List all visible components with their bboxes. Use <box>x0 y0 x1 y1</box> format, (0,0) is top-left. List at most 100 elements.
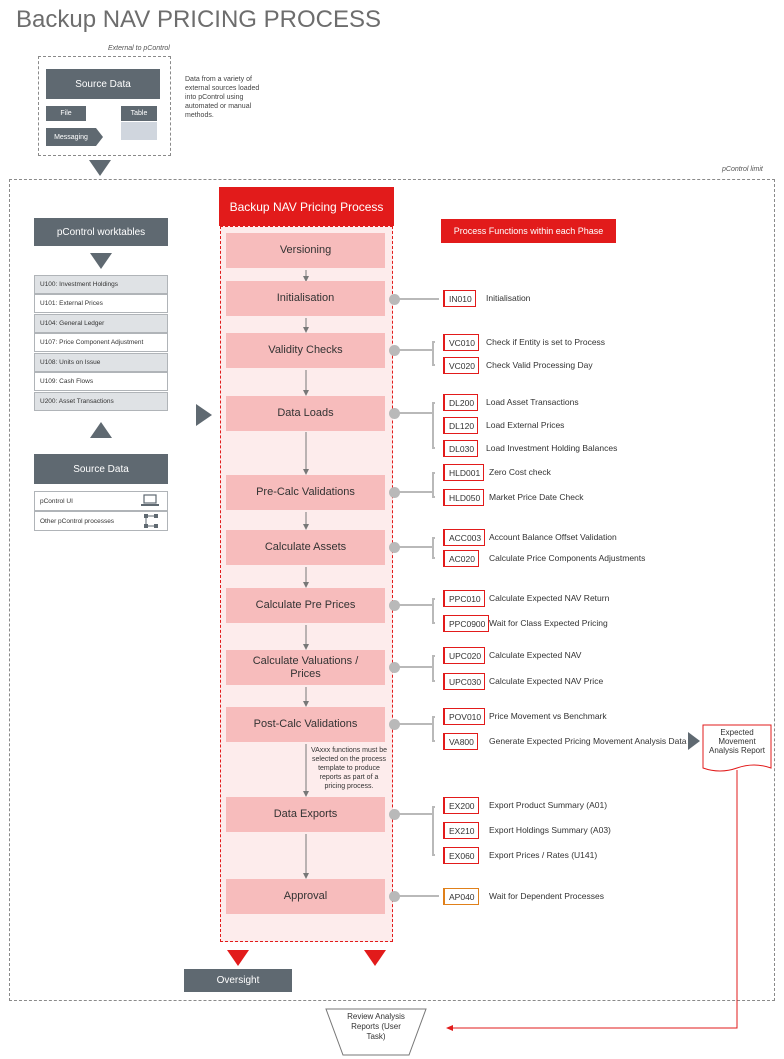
phase-calculate-assets: Calculate Assets <box>226 530 385 565</box>
source-row-processes: Other pControl processes <box>34 511 168 531</box>
phase-data-exports: Data Exports <box>226 797 385 832</box>
table-tag: Table <box>121 106 157 121</box>
fn-label: Export Product Summary (A01) <box>489 800 608 810</box>
connector-bracket <box>432 472 435 498</box>
oversight-box: Oversight <box>184 969 292 992</box>
connector-dot <box>389 600 400 611</box>
fn-label: Wait for Dependent Processes <box>489 891 604 901</box>
fn-code: VC020 <box>443 357 479 374</box>
phase-data-loads: Data Loads <box>226 396 385 431</box>
phase-versioning: Versioning <box>226 233 385 268</box>
fn-label: Market Price Date Check <box>489 492 584 502</box>
fn-code: UPC030 <box>443 673 486 690</box>
down-arrow-red-icon <box>227 950 249 966</box>
fn-code: PPC010 <box>443 590 485 607</box>
worktable-row: U108: Units on Issue <box>34 353 168 372</box>
functions-header: Process Functions within each Phase <box>441 219 616 243</box>
fn-code: DL030 <box>443 440 479 457</box>
connector-line <box>399 666 433 668</box>
table-cell <box>121 122 157 140</box>
source-row-label: pControl UI <box>40 497 73 505</box>
fn-code: VA800 <box>443 733 478 750</box>
source-row-label: Other pControl processes <box>40 517 115 525</box>
fn-label: Zero Cost check <box>489 467 551 477</box>
messaging-tag: Messaging <box>54 133 88 141</box>
fn-label: Calculate Expected NAV Return <box>489 593 610 603</box>
process-tree-icon <box>144 514 158 528</box>
fn-label: Initialisation <box>486 293 531 303</box>
vaxxx-note: VAxxx functions must be selected on the … <box>310 747 388 790</box>
messaging-tag-shape <box>46 128 103 146</box>
source-note: Data from a variety of external sources … <box>185 76 260 119</box>
laptop-icon <box>141 494 159 506</box>
fn-code: ACC003 <box>443 529 486 546</box>
pcontrol-limit-label: pControl limit <box>722 166 763 173</box>
connector-dot <box>389 294 400 305</box>
phase-initialisation: Initialisation <box>226 281 385 316</box>
review-task-shape <box>325 1008 427 1056</box>
fn-label: Check if Entity is set to Process <box>486 337 606 347</box>
connector-dot <box>389 719 400 730</box>
fn-code: EX060 <box>443 847 479 864</box>
phase-approval: Approval <box>226 879 385 914</box>
connector-dot <box>389 891 400 902</box>
external-box <box>38 56 171 156</box>
fn-code: VC010 <box>443 334 479 351</box>
connector-bracket <box>432 537 435 559</box>
worktable-row: U107: Price Component Adjustment <box>34 333 168 352</box>
connector-dot <box>389 662 400 673</box>
fn-label: Export Holdings Summary (A03) <box>489 825 611 835</box>
process-header: Backup NAV Pricing Process <box>219 187 394 226</box>
phase-post-calc-validations: Post-Calc Validations <box>226 707 385 742</box>
source-data-bottom-header: Source Data <box>34 454 168 484</box>
pcontrol-limit-box <box>9 179 775 1001</box>
down-arrow-icon <box>90 253 112 269</box>
fn-code: AC020 <box>443 550 479 567</box>
connector-dot <box>389 345 400 356</box>
connector-line <box>399 491 433 493</box>
file-tag: File <box>46 106 86 121</box>
page-title: Backup NAV PRICING PROCESS <box>16 6 381 33</box>
fn-code: IN010 <box>443 290 476 307</box>
connector-line <box>399 604 433 606</box>
connector-bracket <box>432 655 435 682</box>
fn-code: AP040 <box>443 888 479 905</box>
connector-line <box>399 546 433 548</box>
fn-label: Load Asset Transactions <box>486 397 579 407</box>
fn-code: POV010 <box>443 708 486 725</box>
source-data-top-header: Source Data <box>46 69 160 99</box>
fn-code: UPC020 <box>443 647 486 664</box>
worktable-row: U200: Asset Transactions <box>34 392 168 411</box>
connector-line <box>399 723 433 725</box>
external-label: External to pControl <box>108 45 170 52</box>
fn-label: Price Movement vs Benchmark <box>489 711 607 721</box>
fn-code: PPC0900 <box>443 615 490 632</box>
right-arrow-icon <box>196 404 212 426</box>
review-task-label: Review Analysis Reports (User Task) <box>347 1012 405 1041</box>
fn-code: HLD050 <box>443 489 485 506</box>
connector-line <box>399 412 433 414</box>
fn-label: Calculate Expected NAV Price <box>489 676 604 686</box>
connector-dot <box>389 542 400 553</box>
connector-line <box>399 895 439 897</box>
connector-line <box>399 298 439 300</box>
fn-label: Wait for Class Expected Pricing <box>489 618 608 628</box>
fn-label: Load External Prices <box>486 420 565 430</box>
worktables-header: pControl worktables <box>34 218 168 246</box>
fn-code: EX210 <box>443 822 479 839</box>
connector-bracket <box>432 598 435 624</box>
connector-bracket <box>432 402 435 449</box>
phase-calculate-valuations: Calculate Valuations / Prices <box>226 650 385 685</box>
connector-dot <box>389 809 400 820</box>
connector-line <box>399 813 433 815</box>
report-document-shape <box>702 724 772 772</box>
worktable-row: U101: External Prices <box>34 294 168 313</box>
source-row-ui: pControl UI <box>34 491 168 511</box>
report-document-label: Expected Movement Analysis Report <box>708 728 766 755</box>
worktable-row: U104: General Ledger <box>34 314 168 333</box>
up-arrow-icon <box>90 422 112 438</box>
worktable-row: U109: Cash Flows <box>34 372 168 391</box>
connector-line <box>399 349 433 351</box>
right-arrow-icon <box>688 732 700 750</box>
fn-code: DL120 <box>443 417 479 434</box>
